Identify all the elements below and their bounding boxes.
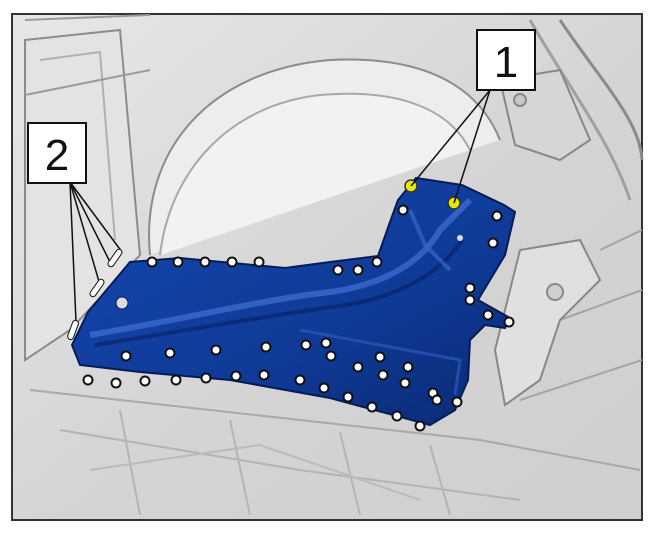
weld-spot bbox=[503, 316, 515, 328]
weld-spot bbox=[342, 391, 354, 403]
weld-spot bbox=[464, 294, 476, 306]
weld-spot bbox=[399, 377, 411, 389]
weld-spot bbox=[431, 394, 443, 406]
weld-spot bbox=[352, 264, 364, 276]
weld-spot bbox=[374, 351, 386, 363]
weld-spot bbox=[200, 372, 212, 384]
weld-spot bbox=[210, 344, 222, 356]
weld-spot bbox=[325, 350, 337, 362]
callout-2-label: 2 bbox=[45, 131, 69, 180]
weld-spot bbox=[170, 374, 182, 386]
weld-spot bbox=[320, 337, 332, 349]
weld-spot bbox=[300, 339, 312, 351]
weld-spot bbox=[352, 361, 364, 373]
weld-spot bbox=[139, 375, 151, 387]
callout-1: 1 bbox=[410, 29, 536, 204]
weld-spot bbox=[294, 374, 306, 386]
weld-spot bbox=[414, 420, 426, 432]
weld-spot bbox=[491, 210, 503, 222]
weld-spot bbox=[318, 382, 330, 394]
weld-spot bbox=[120, 350, 132, 362]
weld-spot bbox=[332, 264, 344, 276]
callout-2: 2 bbox=[27, 122, 123, 341]
weld-spot bbox=[253, 256, 265, 268]
weld-spot bbox=[487, 237, 499, 249]
weld-spot bbox=[377, 369, 389, 381]
weld-spot bbox=[110, 377, 122, 389]
weld-spot bbox=[482, 309, 494, 321]
weld-spot bbox=[391, 410, 403, 422]
weld-spot bbox=[230, 370, 242, 382]
weld-spot bbox=[402, 361, 414, 373]
callout-1-label: 1 bbox=[494, 38, 518, 87]
weld-spot bbox=[258, 369, 270, 381]
weld-spot bbox=[199, 256, 211, 268]
weld-spot bbox=[146, 256, 158, 268]
weld-spot bbox=[397, 204, 409, 216]
weld-spot bbox=[366, 401, 378, 413]
weld-spot bbox=[464, 282, 476, 294]
weld-spot bbox=[451, 396, 463, 408]
weld-spot bbox=[371, 256, 383, 268]
weld-spot bbox=[164, 347, 176, 359]
weld-spot bbox=[260, 341, 272, 353]
weld-spot bbox=[82, 374, 94, 386]
left-edge-welds bbox=[67, 248, 123, 341]
weld-points bbox=[82, 204, 515, 432]
weld-spot bbox=[226, 256, 238, 268]
weld-spot bbox=[172, 256, 184, 268]
